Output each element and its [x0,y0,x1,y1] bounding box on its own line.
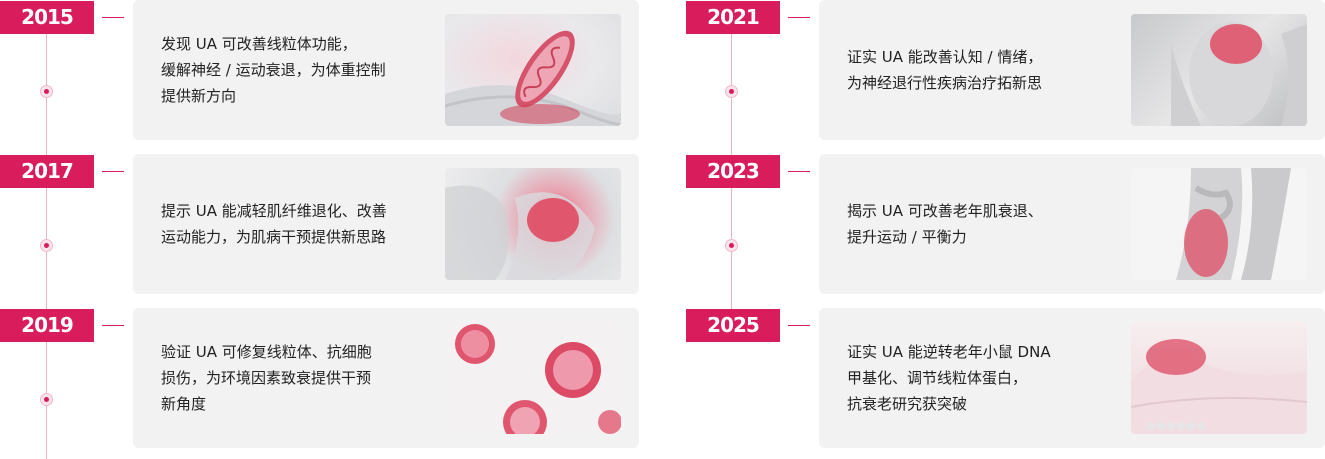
year-label: 2023 [707,159,760,183]
year-label: 2015 [21,5,74,29]
card-line: 甲基化、调节线粒体蛋白， [847,369,1028,387]
year-badge-2015: 2015 [0,1,94,34]
connector-tick [788,171,810,172]
year-badge-2019: 2019 [0,309,94,342]
card-line: 为神经退行性疾病治疗拓新思 [847,74,1043,92]
virus-cells-image [445,322,621,434]
timeline-card-2021: 证实 UA 能改善认知 / 情绪， 为神经退行性疾病治疗拓新思 [819,0,1325,140]
timeline-card-2017: 提示 UA 能减轻肌纤维退化、改善 运动能力，为肌病干预提供新思路 [133,154,639,294]
year-label: 2017 [21,159,74,183]
timeline-card-2019: 验证 UA 可修复线粒体、抗细胞 损伤，为环境因素致衰提供干预 新角度 [133,308,639,448]
card-line: 验证 UA 可修复线粒体、抗细胞 [161,343,372,361]
card-line: 发现 UA 可改善线粒体功能， [161,35,357,53]
year-label: 2025 [707,313,760,337]
card-line: 提供新方向 [161,87,237,105]
shoulder-muscle-image [445,168,621,280]
timeline-card-2025: 证实 UA 能逆转老年小鼠 DNA 甲基化、调节线粒体蛋白， 抗衰老研究获突破 [819,308,1325,448]
timeline-card-2023: 揭示 UA 可改善老年肌衰退、 提升运动 / 平衡力 [819,154,1325,294]
timeline-dot [40,393,53,406]
timeline-right-column: 2021 证实 UA 能改善认知 / 情绪， 为神经退行性疾病治疗拓新思 202… [686,0,1325,459]
year-badge-2017: 2017 [0,155,94,188]
leg-muscle-image [1131,168,1307,280]
skin-cells-image [1131,322,1307,434]
connector-tick [788,325,810,326]
timeline-dot [40,239,53,252]
card-line: 提示 UA 能减轻肌纤维退化、改善 [161,202,387,220]
card-line: 损伤，为环境因素致衰提供干预 [161,369,372,387]
card-line: 证实 UA 能改善认知 / 情绪， [847,48,1043,66]
card-line: 提升运动 / 平衡力 [847,228,967,246]
card-line: 抗衰老研究获突破 [847,395,968,413]
year-badge-2025: 2025 [686,309,780,342]
mitochondria-image [445,14,621,126]
timeline-left-column: 2015 发现 UA 可改善线粒体功能， 缓解神经 / 运动衰退，为体重控制 提… [0,0,640,459]
card-line: 缓解神经 / 运动衰退，为体重控制 [161,61,386,79]
connector-tick [102,325,124,326]
year-badge-2023: 2023 [686,155,780,188]
year-label: 2021 [707,5,760,29]
head-pain-image [1131,14,1307,126]
year-label: 2019 [21,313,74,337]
card-line: 新角度 [161,395,207,413]
connector-tick [102,17,124,18]
card-line: 运动能力，为肌病干预提供新思路 [161,228,387,246]
card-line: 揭示 UA 可改善老年肌衰退、 [847,202,1043,220]
connector-tick [788,17,810,18]
timeline-dot [725,239,738,252]
year-badge-2021: 2021 [686,1,780,34]
timeline-dot [725,85,738,98]
timeline-dot [40,85,53,98]
timeline-card-2015: 发现 UA 可改善线粒体功能， 缓解神经 / 运动衰退，为体重控制 提供新方向 [133,0,639,140]
connector-tick [102,171,124,172]
card-line: 证实 UA 能逆转老年小鼠 DNA [847,343,1051,361]
